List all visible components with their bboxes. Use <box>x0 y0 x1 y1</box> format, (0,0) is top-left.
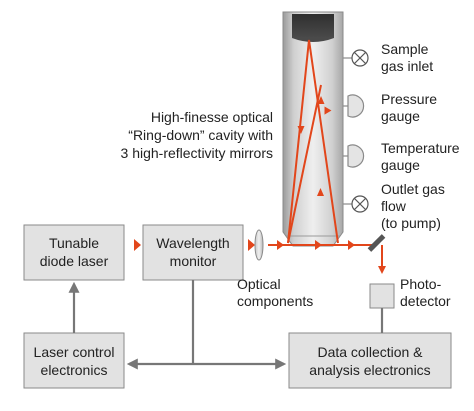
cavity-label: High-finesse optical “Ring-down” cavity … <box>121 109 273 161</box>
outlet-label-2: flow <box>381 198 407 214</box>
optics-label: Optical components <box>237 276 313 309</box>
cavity-top-mirror <box>292 14 334 38</box>
sample-inlet-label-2: gas inlet <box>381 58 433 74</box>
pressure-gauge-icon <box>347 94 365 118</box>
cavity-label-line-3: 3 high-reflectivity mirrors <box>121 145 273 161</box>
laser-label-2: diode laser <box>40 253 109 269</box>
photodetector-label: Photo- detector <box>400 276 451 309</box>
daq-box <box>288 332 452 389</box>
outlet-valve-icon <box>351 195 369 213</box>
temperature-gauge-icon <box>347 144 365 168</box>
laser-control-label-2: electronics <box>41 362 108 378</box>
beam-arrow-cavity-out <box>348 240 355 250</box>
outlet-label-3: (to pump) <box>381 215 441 231</box>
sample-inlet-label-1: Sample <box>381 41 429 57</box>
beam-arrow-laser-out <box>134 239 141 251</box>
optical-lens <box>254 229 264 261</box>
photodetector-box <box>369 283 395 309</box>
beam-arrow-down-right <box>324 106 332 115</box>
svg-text:3 high-reflectivity mirrors: 3 high-reflectivity mirrors <box>121 145 273 161</box>
svg-text:“Ring-down” cavity with: “Ring-down” cavity with <box>128 127 273 143</box>
pressure-gauge-label-1: Pressure <box>381 91 437 107</box>
laser-control-box <box>23 332 125 389</box>
beam-arrow-cavity-in-1 <box>277 240 284 250</box>
sample-inlet-valve-icon <box>351 49 369 67</box>
beam-arrow-cavity-in-2 <box>315 240 322 250</box>
daq-label-2: analysis electronics <box>309 362 430 378</box>
beam-arrow-down-left <box>297 126 305 134</box>
laser-control-label-1: Laser control <box>34 344 115 360</box>
daq-label-1: Data collection & <box>317 344 423 360</box>
beam-arrow-monitor-out <box>248 239 255 251</box>
beam-arrow-up-center <box>317 96 325 104</box>
svg-text:High-finesse optical: High-finesse optical <box>151 109 273 125</box>
cavity-top-mirror-curve <box>292 38 334 42</box>
port-labels: Sample gas inlet Pressure gauge Temperat… <box>381 41 460 231</box>
beam-arrow-up-right <box>317 188 324 196</box>
photodetector-label-2: detector <box>400 293 451 309</box>
outlet-label-1: Outlet gas <box>381 181 445 197</box>
cavity-label-line-2: “Ring-down” cavity with <box>128 127 273 143</box>
pressure-gauge-label-2: gauge <box>381 108 420 124</box>
output-mirror <box>367 234 386 252</box>
laser-box <box>23 224 125 281</box>
photodetector-label-1: Photo- <box>400 276 442 292</box>
laser-beam-path <box>134 39 386 274</box>
box-labels: Tunable diode laser Wavelength monitor L… <box>34 235 431 378</box>
beam-arrow-down-pd <box>378 266 386 274</box>
wavelength-monitor-label-1: Wavelength <box>156 235 229 251</box>
wavelength-monitor-label-2: monitor <box>170 253 217 269</box>
cavity-ports <box>342 48 369 213</box>
cavity-label-line-1: High-finesse optical <box>151 109 273 125</box>
optics-label-1: Optical <box>237 276 281 292</box>
temperature-gauge-label-2: gauge <box>381 157 420 173</box>
laser-label-1: Tunable <box>49 235 99 251</box>
signal-wires <box>68 280 384 370</box>
optics-label-2: components <box>237 293 313 309</box>
temperature-gauge-label-1: Temperature <box>381 140 460 156</box>
